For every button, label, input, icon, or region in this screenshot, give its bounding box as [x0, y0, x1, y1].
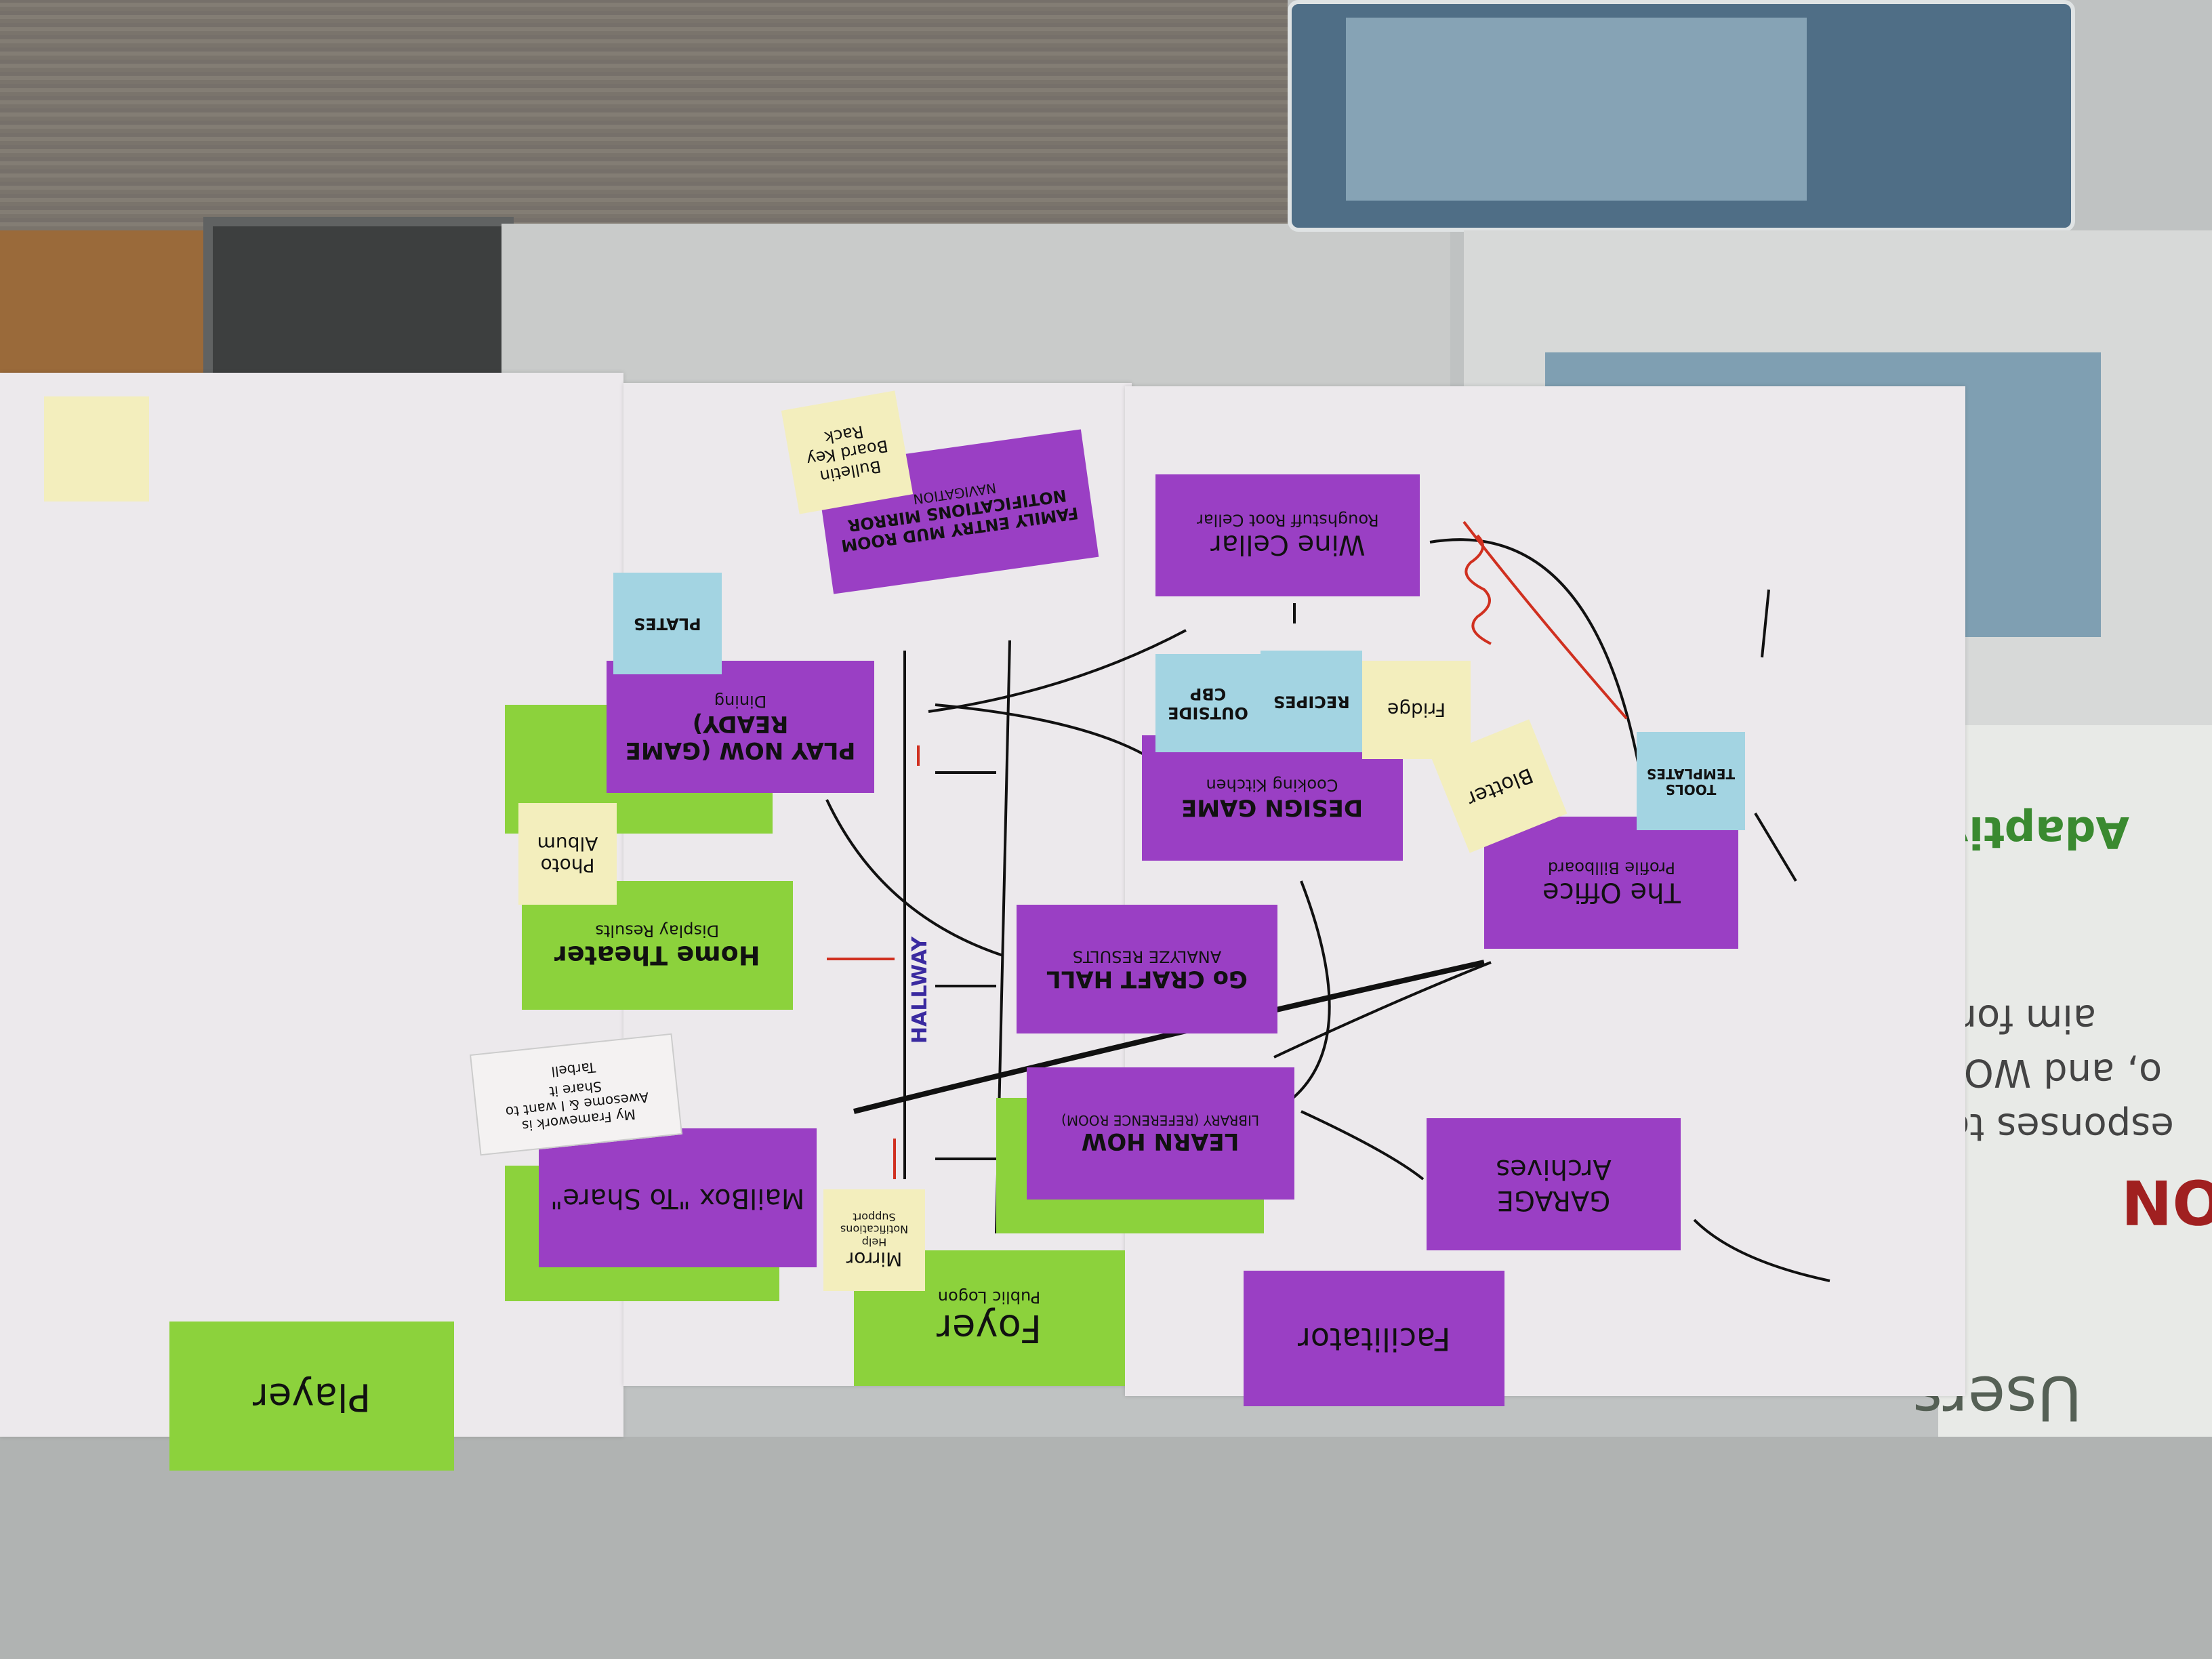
note-outside-cbp-text: OUTSIDE CBP	[1168, 684, 1248, 723]
note-craft-hall-text: Go CRAFT HALL	[1046, 965, 1248, 993]
note-mailbox-sketch[interactable]: My Framework is Awesome & I want to Shar…	[469, 1033, 683, 1156]
note-design-game-sub: Cooking Kitchen	[1206, 775, 1338, 795]
note-design-game[interactable]: DESIGN GAME Cooking Kitchen	[1142, 735, 1403, 861]
note-mailbox-text: MailBox "To Share"	[550, 1182, 805, 1214]
note-facilitator[interactable]: Facilitator	[1244, 1271, 1504, 1406]
note-tools-text: TOOLS TEMPLATES	[1646, 765, 1736, 798]
note-garage-text: GARAGE Archives	[1496, 1153, 1612, 1216]
wooden-door	[0, 230, 203, 380]
note-mailbox-sketch-text: My Framework is Awesome & I want to Shar…	[504, 1078, 650, 1134]
note-plates-text: PLATES	[634, 614, 701, 634]
note-design-game-text: DESIGN GAME	[1181, 794, 1364, 821]
note-learn-how-text: LEARN HOW	[1082, 1128, 1240, 1155]
note-player-text: Player	[252, 1374, 371, 1419]
note-office-sub: Profile Billboard	[1547, 858, 1675, 878]
note-plates[interactable]: PLATES	[613, 573, 722, 674]
note-home-theater-text: Home Theater	[554, 940, 760, 970]
background-wall	[0, 0, 1288, 230]
note-craft-hall-sub: ANALYZE RESULTS	[1072, 947, 1222, 966]
note-wine-cellar-sub: Roughstuff Root Cellar	[1196, 510, 1379, 530]
note-recipes[interactable]: RECIPES	[1261, 651, 1362, 752]
printed-panel: ON esponses to a o, and WOW! aim for..."…	[1911, 725, 2212, 1471]
note-garage[interactable]: GARAGE Archives	[1427, 1118, 1681, 1250]
note-fridge-text: Fridge	[1387, 699, 1446, 722]
note-mirror-sub: Help Notifications Support	[840, 1210, 909, 1249]
note-play-now[interactable]: PLAY NOW (GAME READY) Dining	[607, 661, 874, 793]
note-bulletin-text: Bulletin Board Key Rack	[804, 422, 890, 487]
note-learn-how-sub: LIBRARY (REFERENCE ROOM)	[1061, 1112, 1260, 1129]
note-player[interactable]: Player	[169, 1322, 454, 1471]
note-mailbox[interactable]: MailBox "To Share"	[539, 1128, 817, 1267]
note-fridge[interactable]: Fridge	[1362, 661, 1471, 759]
tablet-poster	[1288, 0, 2075, 232]
note-recipes-text: RECIPES	[1273, 692, 1350, 712]
note-tools[interactable]: TOOLS TEMPLATES	[1637, 732, 1745, 830]
note-bulletin[interactable]: Bulletin Board Key Rack	[781, 390, 914, 514]
note-play-now-text: PLAY NOW (GAME READY)	[625, 710, 856, 764]
floor	[0, 1437, 2212, 1659]
note-photo-album[interactable]: Photo Album	[518, 803, 617, 905]
note-play-now-sub: Dining	[714, 691, 767, 711]
note-office-text: The Office	[1542, 876, 1681, 908]
note-wine-cellar[interactable]: Wine Cellar Roughstuff Root Cellar	[1155, 474, 1420, 596]
note-mirror-text: Mirror	[846, 1248, 903, 1271]
note-outside-cbp[interactable]: OUTSIDE CBP	[1155, 654, 1261, 752]
note-photo-album-text: Photo Album	[537, 832, 598, 877]
note-learn-how[interactable]: LEARN HOW LIBRARY (REFERENCE ROOM)	[1027, 1067, 1294, 1200]
note-wine-cellar-text: Wine Cellar	[1210, 529, 1366, 560]
note-foyer-sub: Public Logon	[938, 1287, 1041, 1307]
tablet-screen	[1346, 18, 1807, 201]
hallway-label: HALLWAY	[908, 936, 932, 1044]
note-facilitator-text: Facilitator	[1297, 1320, 1451, 1357]
note-mirror[interactable]: Mirror Help Notifications Support	[823, 1189, 925, 1291]
note-blotter-text: Blotter	[1463, 762, 1536, 811]
note-home-theater-sub: Display Results	[595, 921, 720, 941]
note-office[interactable]: The Office Profile Billboard	[1484, 817, 1738, 949]
note-foyer-text: Foyer	[937, 1305, 1042, 1350]
note-mailbox-sketch-tag: Tarbell	[550, 1059, 596, 1080]
note-craft-hall[interactable]: Go CRAFT HALL ANALYZE RESULTS	[1017, 905, 1277, 1033]
note-blank-yellow[interactable]	[44, 396, 149, 501]
